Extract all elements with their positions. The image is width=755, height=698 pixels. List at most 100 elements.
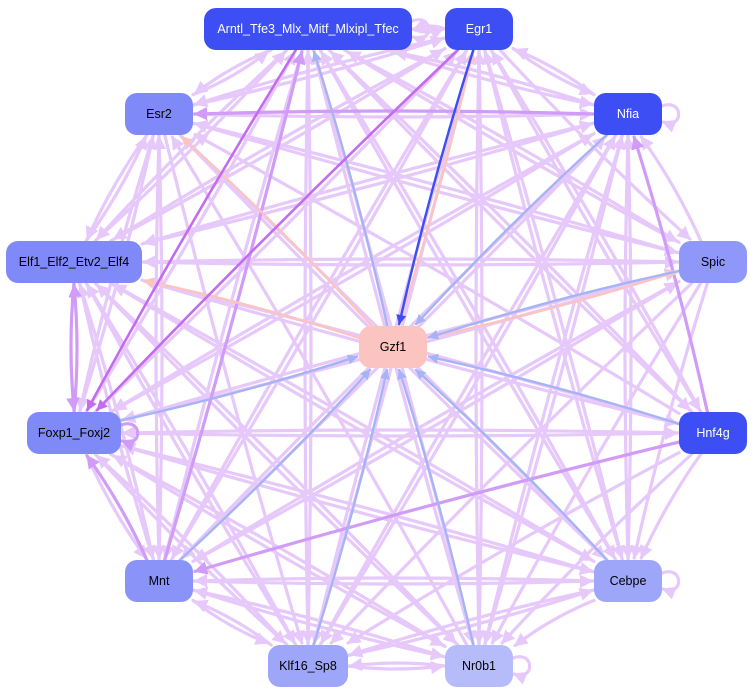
node-mnt[interactable]: Mnt <box>125 560 193 602</box>
edge-Nfia-to-Arntl_Tfe3_Mlx_Mitf_Mlxipl_Tfec <box>393 47 596 107</box>
edge-Nr0b1-to-Egr1 <box>472 50 486 647</box>
edge-Arntl_Tfe3_Mlx_Mitf_Mlxipl_Tfec-to-Klf16_Sp8 <box>301 48 315 645</box>
edge-Gzf1-to-Spic <box>425 269 679 340</box>
edge-Cebpe-to-Arntl_Tfe3_Mlx_Mitf_Mlxipl_Tfec <box>319 50 618 562</box>
edge-Egr1-to-Nr0b1 <box>472 48 486 645</box>
edge-Gzf1-to-Egr1 <box>397 50 476 328</box>
edge-Nr0b1-to-Esr2 <box>170 135 469 647</box>
edge-Arntl_Tfe3_Mlx_Mitf_Mlxipl_Tfec-to-Foxp1_Foxj2 <box>86 48 298 412</box>
edge-Klf16_Sp8-to-Arntl_Tfe3_Mlx_Mitf_Mlxipl_Tfec <box>301 50 315 647</box>
node-label: Spic <box>700 255 726 269</box>
edge-Gzf1-to-Arntl_Tfe3_Mlx_Mitf_Mlxipl_Tfec <box>312 50 389 328</box>
edge-Arntl_Tfe3_Mlx_Mitf_Mlxipl_Tfec-to-Hnf4g <box>327 48 692 412</box>
edge-Mnt-to-Foxp1_Foxj2 <box>85 454 149 562</box>
edge-Foxp1_Foxj2-to-Hnf4g <box>119 426 679 440</box>
node-spic[interactable]: Spic <box>679 241 747 283</box>
node-label: Egr1 <box>465 22 493 36</box>
edge-Klf16_Sp8-to-Cebpe <box>346 587 594 657</box>
node-elf1-elf2-etv2-elf4[interactable]: Elf1_Elf2_Etv2_Elf4 <box>6 241 142 283</box>
node-label: Hnf4g <box>696 426 730 440</box>
edge-Egr1-to-Foxp1_Foxj2 <box>95 48 460 412</box>
edge-Hnf4g-to-Cebpe <box>639 452 703 560</box>
edge-Mnt-to-Klf16_Sp8 <box>191 598 270 645</box>
edge-Elf1_Elf2_Etv2_Elf4-to-Nr0b1 <box>93 281 458 645</box>
edge-Hnf4g-to-Esr2 <box>193 133 681 415</box>
edge-Egr1-to-Mnt <box>170 48 469 560</box>
edge-Nfia-to-Klf16_Sp8 <box>319 133 618 645</box>
node-gzf1[interactable]: Gzf1 <box>359 326 427 368</box>
edge-Elf1_Elf2_Etv2_Elf4-to-Arntl_Tfe3_Mlx_Mitf_Mlxipl_Tfec <box>93 50 287 243</box>
edge-Nr0b1-to-Foxp1_Foxj2 <box>112 454 447 648</box>
edge-Foxp1_Foxj2-to-Nfia <box>108 133 594 414</box>
edge-Mnt-to-Arntl_Tfe3_Mlx_Mitf_Mlxipl_Tfec <box>163 50 306 562</box>
edge-Klf16_Sp8-to-Gzf1 <box>312 368 390 647</box>
edge-Arntl_Tfe3_Mlx_Mitf_Mlxipl_Tfec-to-Spic <box>342 48 679 243</box>
edge-Spic-to-Gzf1 <box>427 269 681 340</box>
edge-Foxp1_Foxj2-to-Nr0b1 <box>108 452 445 647</box>
edge-Arntl_Tfe3_Mlx_Mitf_Mlxipl_Tfec-to-Cebpe <box>318 48 617 560</box>
node-arntl-tfe3-mlx-mitf-mlxipl-tfec[interactable]: Arntl_Tfe3_Mlx_Mitf_Mlxipl_Tfec <box>204 8 412 50</box>
node-label: Nr0b1 <box>461 659 497 673</box>
edge-Klf16_Sp8-to-Nfia <box>318 135 617 647</box>
node-label: Gzf1 <box>379 340 407 354</box>
edge-Nfia-to-Elf1_Elf2_Etv2_Elf4 <box>142 121 596 247</box>
edge-Nfia-to-Gzf1 <box>415 133 608 326</box>
edge-Foxp1_Foxj2-to-Gzf1 <box>119 354 359 422</box>
edge-Arntl_Tfe3_Mlx_Mitf_Mlxipl_Tfec-to-Mnt <box>161 48 304 560</box>
node-hnf4g[interactable]: Hnf4g <box>679 412 747 454</box>
edge-Cebpe-to-Gzf1 <box>414 368 609 562</box>
node-label: Elf1_Elf2_Etv2_Elf4 <box>18 255 130 269</box>
edge-Klf16_Sp8-to-Nr0b1 <box>346 660 445 675</box>
node-label: Esr2 <box>146 107 172 121</box>
edge-Foxp1_Foxj2-to-Arntl_Tfe3_Mlx_Mitf_Mlxipl_Tfec <box>84 50 297 414</box>
node-label: Cebpe <box>609 574 647 588</box>
edge-Cebpe-to-Nr0b1 <box>513 598 596 648</box>
edge-Spic-to-Elf1_Elf2_Etv2_Elf4 <box>142 255 681 269</box>
edge-Arntl_Tfe3_Mlx_Mitf_Mlxipl_Tfec-to-Nfia <box>385 48 594 109</box>
edge-Gzf1-to-Elf1_Elf2_Etv2_Elf4 <box>142 277 361 340</box>
node-klf16-sp8[interactable]: Klf16_Sp8 <box>268 645 348 687</box>
edge-Mnt-to-Egr1 <box>169 50 468 562</box>
edge-Elf1_Elf2_Etv2_Elf4-to-Nfia <box>140 120 594 246</box>
edge-Spic-to-Mnt <box>193 280 681 562</box>
edge-Mnt-to-Nr0b1 <box>191 588 445 661</box>
edge-Hnf4g-to-Mnt <box>193 440 681 575</box>
node-label: Foxp1_Foxj2 <box>37 426 111 440</box>
edge-Hnf4g-to-Gzf1 <box>427 353 681 426</box>
edge-Arntl_Tfe3_Mlx_Mitf_Mlxipl_Tfec-to-Esr2 <box>193 48 273 96</box>
edge-Foxp1_Foxj2-to-Cebpe <box>119 444 594 576</box>
edge-Nfia-to-Egr1 <box>513 47 596 97</box>
edge-Spic-to-Nfia <box>639 135 703 243</box>
node-label: Nfia <box>616 107 640 121</box>
edge-Foxp1_Foxj2-to-Foxp1_Foxj2 <box>119 422 140 452</box>
node-egr1[interactable]: Egr1 <box>445 8 513 50</box>
node-label: Klf16_Sp8 <box>279 659 337 673</box>
edge-Nr0b1-to-Gzf1 <box>397 368 475 647</box>
edge-Foxp1_Foxj2-to-Klf16_Sp8 <box>93 452 287 645</box>
node-foxp1-foxj2[interactable]: Foxp1_Foxj2 <box>27 412 121 454</box>
node-nfia[interactable]: Nfia <box>594 93 662 135</box>
node-label: Mnt <box>148 574 170 588</box>
edge-Elf1_Elf2_Etv2_Elf4-to-Spic <box>140 255 679 269</box>
node-label: Arntl_Tfe3_Mlx_Mitf_Mlxipl_Tfec <box>217 22 399 36</box>
edge-Nr0b1-to-Nr0b1 <box>511 655 532 685</box>
edge-layer <box>66 18 709 685</box>
edge-Mnt-to-Gzf1 <box>178 368 372 562</box>
edge-Cebpe-to-Klf16_Sp8 <box>348 588 596 658</box>
edge-Cebpe-to-Cebpe <box>660 570 681 600</box>
edge-Elf1_Elf2_Etv2_Elf4-to-Esr2 <box>84 135 148 243</box>
edge-Foxp1_Foxj2-to-Egr1 <box>93 50 458 414</box>
node-esr2[interactable]: Esr2 <box>125 93 193 135</box>
edge-Gzf1-to-Esr2 <box>180 135 374 328</box>
edge-Nfia-to-Nfia <box>660 103 681 133</box>
edge-Egr1-to-Gzf1 <box>396 48 475 326</box>
edge-Elf1_Elf2_Etv2_Elf4-to-Cebpe <box>108 281 594 562</box>
edge-Arntl_Tfe3_Mlx_Mitf_Mlxipl_Tfec-to-Arntl_Tfe3_Mlx_Mitf_Mlxipl_Tfec <box>410 18 431 48</box>
edge-Cebpe-to-Nfia <box>621 135 636 562</box>
edge-Mnt-to-Spic <box>191 281 679 563</box>
edge-Elf1_Elf2_Etv2_Elf4-to-Foxp1_Foxj2 <box>66 281 80 412</box>
node-nr0b1[interactable]: Nr0b1 <box>445 645 513 687</box>
node-cebpe[interactable]: Cebpe <box>594 560 662 602</box>
